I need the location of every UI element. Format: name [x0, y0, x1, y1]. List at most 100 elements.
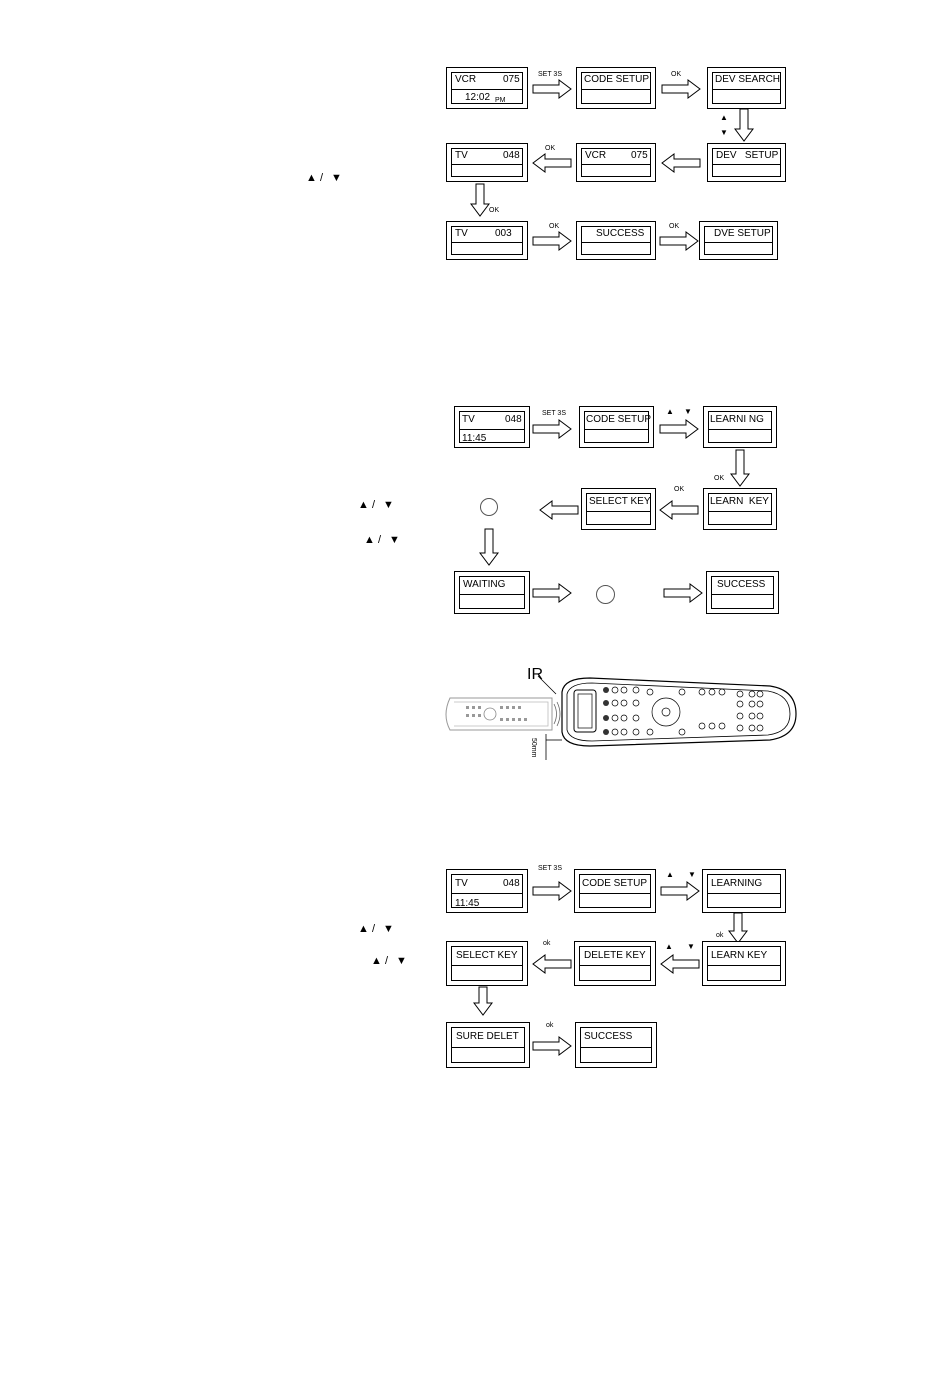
lcd-code-setup: CODE SETUP — [576, 67, 656, 109]
down-arrow-icon: ▼ — [383, 923, 394, 935]
right-arrow — [659, 231, 699, 251]
left-arrow — [659, 500, 699, 520]
right-arrow — [532, 231, 572, 251]
down-arrow-icon: ▼ — [688, 870, 696, 879]
lcd-learning: LEARNI NG — [703, 406, 777, 448]
lcd-tv: TV 048 11:45 — [446, 869, 528, 913]
down-arrow — [730, 449, 750, 487]
lcd-code: 048 — [505, 414, 522, 425]
lcd-text: LEARNING — [711, 878, 763, 889]
lcd-device: VCR — [585, 150, 607, 161]
lcd-select-key: SELECT KEY — [446, 941, 528, 986]
right-arrow — [532, 79, 572, 99]
lcd-success: SUCCESS — [575, 1022, 657, 1068]
separator: / — [385, 955, 389, 967]
lcd-device: TV — [455, 150, 468, 161]
right-arrow — [660, 881, 700, 901]
distance-label: 50mm — [530, 738, 537, 758]
lcd-tv: TV 048 11:45 — [454, 406, 530, 448]
lcd-success: SUCCESS — [576, 221, 656, 260]
right-arrow — [659, 419, 699, 439]
right-arrow — [532, 419, 572, 439]
up-arrow-icon: ▲ — [666, 870, 674, 879]
lcd-code: 048 — [503, 878, 520, 889]
lcd-dev-search: DEV SEARCH — [707, 67, 786, 109]
key-circle — [596, 585, 615, 604]
lcd-delete-key: DELETE KEY — [574, 941, 656, 986]
label-ok: ok — [716, 932, 724, 939]
up-arrow-icon: ▲ — [665, 942, 673, 951]
lcd-text: CODE SETUP — [582, 878, 648, 889]
lcd-text: CODE SETUP — [584, 74, 650, 85]
lcd-learning: LEARNING — [702, 869, 786, 913]
lcd-sure-delet: SURE DELET — [446, 1022, 530, 1068]
lcd-ampm: PM — [495, 97, 506, 104]
lcd-time: 11:45 — [455, 898, 480, 909]
lcd-text: LEARN KEY — [710, 496, 769, 507]
down-arrow — [470, 183, 490, 217]
separator: / — [378, 534, 382, 546]
lcd-text: SUCCESS — [596, 228, 645, 239]
lcd-code: 075 — [631, 150, 648, 161]
label-ok: ok — [546, 1022, 554, 1029]
label-ok: OK — [674, 486, 685, 493]
lcd-success: SUCCESS — [706, 571, 779, 614]
lcd-learn-key: LEARN KEY — [702, 941, 786, 986]
up-arrow-icon: ▲ — [371, 955, 382, 967]
up-arrow-icon: ▲ — [720, 113, 728, 122]
down-arrow — [734, 108, 754, 142]
up-arrow-icon: ▲ — [364, 534, 375, 546]
left-arrow — [661, 153, 701, 173]
right-arrow — [532, 881, 572, 901]
label-set-3s: SET 3S — [542, 410, 566, 417]
lcd-text: SELECT KEY — [456, 950, 518, 961]
lcd-text: DEV SETUP — [716, 150, 779, 161]
lcd-tv-048: TV 048 — [446, 143, 528, 182]
lcd-dve-setup: DVE SETUP — [699, 221, 778, 260]
lcd-device: TV — [455, 878, 468, 889]
lcd-select-key: SELECT KEY — [581, 488, 656, 530]
lcd-text: LEARN KEY — [711, 950, 768, 961]
right-arrow — [532, 1036, 572, 1056]
lcd-text: SURE DELET — [456, 1031, 519, 1042]
label-ok: OK — [714, 475, 725, 482]
label-set-3s: SET 3S — [538, 865, 562, 872]
down-arrow-icon: ▼ — [383, 499, 394, 511]
lcd-text: LEARNI NG — [710, 414, 764, 425]
lcd-code: 003 — [495, 228, 512, 239]
separator: / — [372, 499, 376, 511]
lcd-text: DVE SETUP — [714, 228, 771, 239]
lcd-time: 11:45 — [462, 433, 487, 444]
lcd-code-setup: CODE SETUP — [574, 869, 656, 913]
label-ok: OK — [489, 207, 500, 214]
left-arrow — [532, 153, 572, 173]
down-arrow-icon: ▼ — [720, 128, 728, 137]
lcd-code: 048 — [503, 150, 520, 161]
lcd-text: SUCCESS — [717, 579, 766, 590]
right-arrow — [663, 583, 703, 603]
right-arrow — [532, 583, 572, 603]
up-arrow-icon: ▲ — [666, 407, 674, 416]
lcd-vcr-main: VCR 075 12:02 PM — [446, 67, 528, 109]
lcd-text: SELECT KEY — [589, 496, 651, 507]
label-ok: ok — [543, 940, 551, 947]
lcd-text: DELETE KEY — [584, 950, 646, 961]
separator: / — [372, 923, 376, 935]
lcd-time: 12:02 — [465, 92, 491, 103]
down-arrow-icon: ▼ — [687, 942, 695, 951]
key-circle — [480, 498, 498, 516]
label-set-3s: SET 3S — [538, 71, 562, 78]
lcd-text: DEV SEARCH — [715, 74, 781, 85]
down-arrow — [479, 528, 499, 566]
up-arrow-icon: ▲ — [358, 923, 369, 935]
label-ok: OK — [545, 145, 556, 152]
lcd-waiting: WAITING — [454, 571, 530, 614]
remote-drawing — [445, 675, 797, 760]
lcd-code: 075 — [503, 74, 520, 85]
down-arrow-icon: ▼ — [396, 955, 407, 967]
lcd-tv-003: TV 003 — [446, 221, 528, 260]
label-ok: OK — [549, 223, 560, 230]
up-arrow-icon: ▲ — [358, 499, 369, 511]
down-arrow-icon: ▼ — [331, 172, 342, 184]
lcd-learn-key: LEARN KEY — [703, 488, 777, 530]
